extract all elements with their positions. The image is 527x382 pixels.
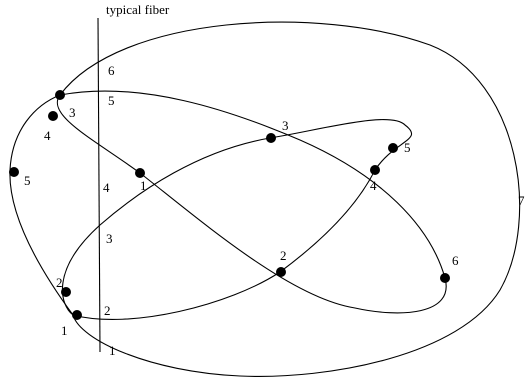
node-label: 3	[69, 105, 76, 120]
node-label: 1	[61, 323, 68, 338]
node-label: 4	[44, 128, 51, 143]
curve-loop-a	[57, 90, 447, 314]
node-label: 2	[56, 275, 63, 290]
node	[61, 287, 71, 297]
node-label: 2	[280, 248, 287, 263]
typical-fiber-line	[97, 17, 101, 353]
fiber-label: 4	[103, 180, 110, 195]
outer-curve	[9, 21, 521, 377]
node	[388, 143, 398, 153]
node	[266, 133, 276, 143]
fiber-title: typical fiber	[106, 2, 170, 17]
fiber-labels: 6 5 4 3 2 1	[103, 63, 116, 358]
node	[72, 310, 82, 320]
node	[276, 267, 286, 277]
node-labels: 3 4 5 2 1 1 3 5 4 2 6	[24, 105, 459, 338]
node	[440, 273, 450, 283]
node	[9, 167, 19, 177]
nodes	[9, 90, 450, 320]
fiber-label: 3	[106, 231, 113, 246]
fiber-label: 2	[104, 303, 111, 318]
fiber-label: 6	[108, 63, 115, 78]
node	[55, 90, 65, 100]
node	[135, 168, 145, 178]
node-label: 1	[140, 178, 147, 193]
node	[48, 111, 58, 121]
fiber-label: 1	[109, 343, 116, 358]
outer-curve-label: 7	[518, 193, 525, 208]
node-label: 6	[452, 253, 459, 268]
node-label: 5	[404, 140, 411, 155]
node	[370, 165, 380, 175]
node-label: 4	[370, 178, 377, 193]
curve-loop-b	[61, 119, 413, 321]
node-label: 3	[282, 118, 289, 133]
fiber-label: 5	[108, 93, 115, 108]
node-label: 5	[24, 173, 31, 188]
